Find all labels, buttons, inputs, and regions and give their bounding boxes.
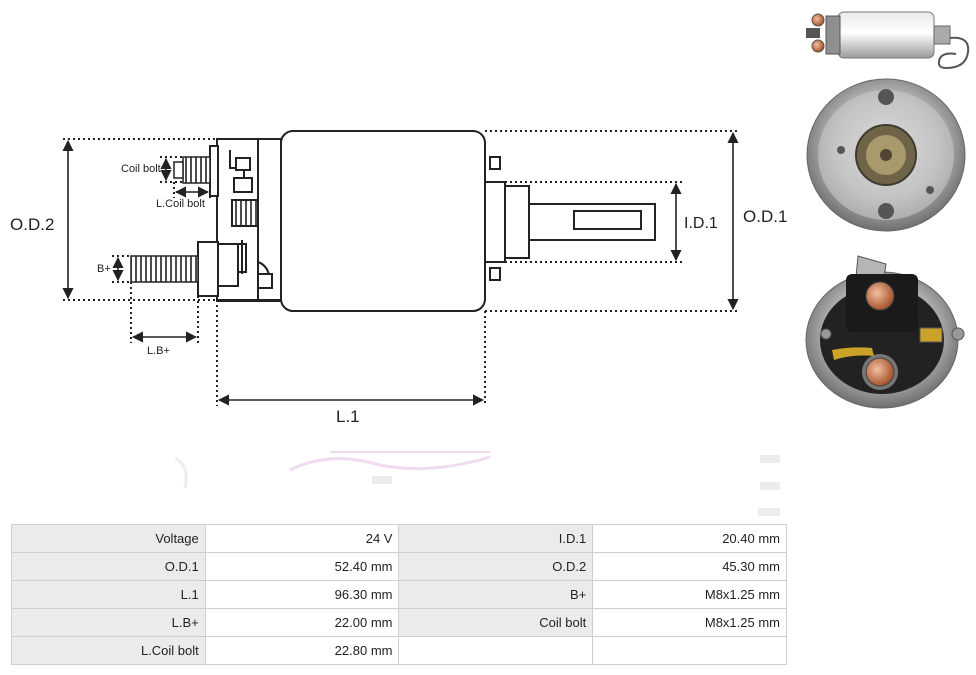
spec-label: L.B+ [11, 608, 206, 637]
spec-label: Voltage [11, 524, 206, 553]
product-photo-rear-terminals [805, 255, 965, 409]
spec-label: B+ [398, 580, 594, 609]
specifications-table: Voltage 24 V I.D.1 20.40 mm O.D.1 52.40 … [11, 524, 787, 665]
bplus-label: B+ [97, 263, 111, 275]
dimension-arrows [62, 131, 739, 406]
coil-bolt-thread [182, 156, 211, 184]
l-coil-bolt-label: L.Coil bolt [156, 198, 205, 210]
spec-value: 96.30 mm [204, 580, 400, 609]
id1-label: I.D.1 [684, 215, 718, 232]
table-row: L.Coil bolt 22.80 mm [11, 636, 787, 665]
spec-label: Coil bolt [398, 608, 594, 637]
spec-value: 22.00 mm [204, 608, 400, 637]
spec-label: O.D.1 [11, 552, 206, 581]
table-row: O.D.1 52.40 mm O.D.2 45.30 mm [11, 552, 787, 581]
spec-label: L.Coil bolt [11, 636, 206, 665]
spec-value: 52.40 mm [204, 552, 400, 581]
spec-label: O.D.2 [398, 552, 594, 581]
table-row: L.B+ 22.00 mm Coil bolt M8x1.25 mm [11, 608, 787, 637]
od2-label: O.D.2 [10, 215, 54, 234]
table-row: L.1 96.30 mm B+ M8x1.25 mm [11, 580, 787, 609]
watermark-smudge [174, 451, 780, 516]
spec-value: 45.30 mm [592, 552, 787, 581]
plunger-outline [484, 156, 656, 281]
spec-label: I.D.1 [398, 524, 594, 553]
product-photo-side-view [806, 11, 970, 70]
bplus-bolt-thread [130, 255, 199, 283]
spec-label-empty [398, 636, 594, 665]
product-photo-front-face [806, 78, 966, 232]
spec-value-empty [592, 636, 787, 665]
spec-value: M8x1.25 mm [592, 580, 787, 609]
spec-value: 20.40 mm [592, 524, 787, 553]
coil-bolt-label: Coil bolt [121, 163, 161, 175]
spec-value: M8x1.25 mm [592, 608, 787, 637]
od1-label: O.D.1 [743, 207, 787, 226]
spec-value: 22.80 mm [204, 636, 400, 665]
spec-value: 24 V [204, 524, 400, 553]
extension-lines [63, 130, 740, 406]
spec-label: L.1 [11, 580, 206, 609]
l1-label: L.1 [336, 407, 360, 426]
lb-label: L.B+ [147, 345, 170, 357]
solenoid-outline [197, 130, 486, 312]
table-row: Voltage 24 V I.D.1 20.40 mm [11, 524, 787, 553]
